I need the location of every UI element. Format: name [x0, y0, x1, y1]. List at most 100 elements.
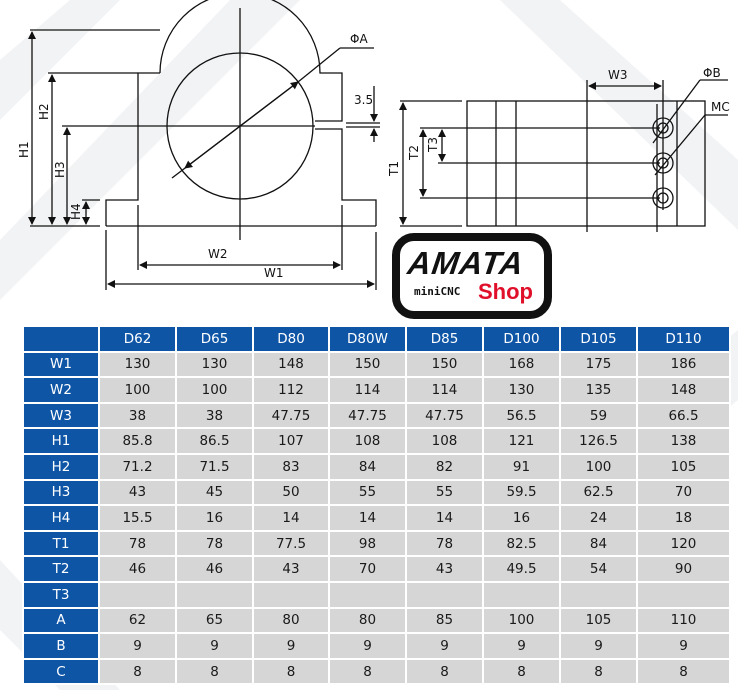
table-cell: 49.5: [482, 555, 561, 583]
table-cell: 15.5: [98, 504, 177, 532]
table-cell: [328, 580, 407, 609]
row-label: T3: [22, 580, 100, 609]
table-cell: 9: [252, 632, 330, 660]
header-d110: D110: [636, 325, 731, 353]
table-cell: [252, 580, 330, 609]
row-label: B: [22, 632, 100, 660]
header-d105: D105: [559, 325, 638, 353]
table-cell: 91: [482, 452, 561, 481]
table-cell: 8: [328, 657, 407, 686]
logo-sub: miniCNC: [414, 285, 461, 298]
front-view: [28, 0, 380, 290]
label-h3: H3: [53, 161, 67, 178]
table-cell: 24: [559, 504, 638, 532]
table-cell: 65: [175, 606, 254, 635]
table-cell: 100: [559, 452, 638, 481]
row-label: W3: [22, 401, 100, 430]
row-label: T2: [22, 555, 100, 583]
table-cell: 70: [636, 478, 731, 507]
logo-shop: Shop: [478, 279, 533, 304]
header-d100: D100: [482, 325, 561, 353]
row-label: H1: [22, 427, 100, 455]
row-label: W2: [22, 376, 100, 404]
table-cell: 47.75: [328, 401, 407, 430]
table-cell: 135: [559, 376, 638, 404]
table-cell: 80: [252, 606, 330, 635]
table-cell: [636, 580, 731, 609]
table-cell: 46: [98, 555, 177, 583]
table-cell: 46: [175, 555, 254, 583]
table-cell: 9: [328, 632, 407, 660]
table-cell: 9: [636, 632, 731, 660]
label-phi-a: ΦA: [350, 32, 368, 46]
label-w2: W2: [208, 247, 228, 261]
header-corner: [22, 325, 100, 353]
table-cell: 8: [252, 657, 330, 686]
label-t3: T3: [426, 137, 440, 153]
table-cell: 54: [559, 555, 638, 583]
table-cell: 78: [405, 529, 484, 558]
table-cell: 43: [98, 478, 177, 507]
table-cell: 43: [252, 555, 330, 583]
table-cell: 55: [328, 478, 407, 507]
table-cell: 45: [175, 478, 254, 507]
table-cell: 168: [482, 350, 561, 379]
row-label: W1: [22, 350, 100, 379]
table-cell: 82: [405, 452, 484, 481]
table-cell: 130: [482, 376, 561, 404]
table-cell: 16: [175, 504, 254, 532]
label-phi-b: ΦB: [703, 66, 721, 80]
table-cell: 186: [636, 350, 731, 379]
table-header-row: D62 D65 D80 D80W D85 D100 D105 D110: [22, 325, 731, 353]
table-cell: 85.8: [98, 427, 177, 455]
label-w1: W1: [264, 266, 284, 280]
table-cell: 38: [98, 401, 177, 430]
row-label: T1: [22, 529, 100, 558]
table-cell: 114: [405, 376, 484, 404]
header-d85: D85: [405, 325, 484, 353]
label-h1: H1: [17, 141, 31, 158]
table-cell: 8: [636, 657, 731, 686]
table-cell: 126.5: [559, 427, 638, 455]
table-cell: 150: [405, 350, 484, 379]
table-cell: 70: [328, 555, 407, 583]
logo-brand: AMATA: [405, 245, 527, 281]
table-cell: 90: [636, 555, 731, 583]
table-cell: 100: [98, 376, 177, 404]
table-cell: 50: [252, 478, 330, 507]
table-cell: 85: [405, 606, 484, 635]
side-view-labels: W3 ΦB MC T1 T2 T3: [387, 66, 730, 177]
table-cell: 8: [405, 657, 484, 686]
table-cell: 150: [328, 350, 407, 379]
table-cell: 62.5: [559, 478, 638, 507]
table-cell: 114: [328, 376, 407, 404]
label-h4: H4: [69, 203, 83, 220]
table-cell: 108: [405, 427, 484, 455]
amata-logo: AMATA miniCNC Shop: [392, 233, 552, 319]
header-d80w: D80W: [328, 325, 407, 353]
table-cell: 108: [328, 427, 407, 455]
table-cell: 100: [482, 606, 561, 635]
table-cell: 55: [405, 478, 484, 507]
table-cell: [405, 580, 484, 609]
table-cell: 110: [636, 606, 731, 635]
table-cell: 100: [175, 376, 254, 404]
table-cell: 105: [559, 606, 638, 635]
table-cell: 9: [175, 632, 254, 660]
table-cell: 105: [636, 452, 731, 481]
table-cell: 86.5: [175, 427, 254, 455]
table-cell: 77.5: [252, 529, 330, 558]
table-cell: 121: [482, 427, 561, 455]
table-cell: 98: [328, 529, 407, 558]
label-mc: MC: [711, 100, 730, 114]
table-cell: 9: [98, 632, 177, 660]
